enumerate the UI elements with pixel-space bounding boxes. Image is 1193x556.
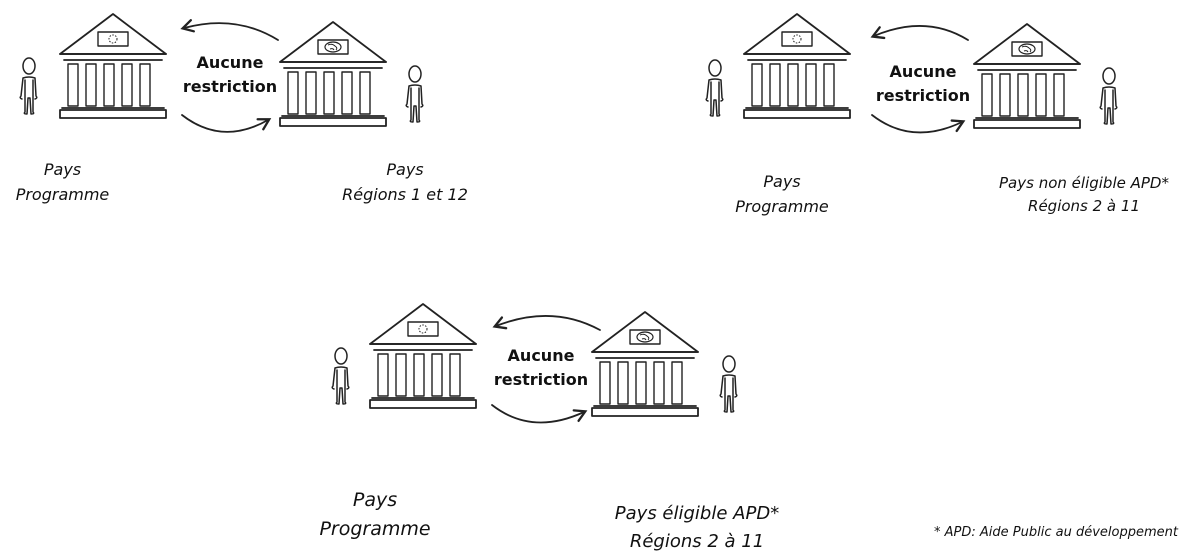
panel-regions-1-12: Aucune restriction Pays Programme Pays R… — [0, 0, 520, 220]
panel-drawing — [331, 303, 738, 424]
right-country-label: Pays éligible APD* Régions 2 à 11 — [614, 503, 780, 552]
panel-eligible-apd: Aucune restriction Pays Programme Pays é… — [300, 290, 820, 555]
person-left-icon — [331, 347, 350, 405]
footnote: * APD: Aide Public au développement — [934, 525, 1178, 540]
eu-institution-icon — [59, 13, 167, 119]
partner-institution-icon — [591, 311, 699, 417]
eu-institution-icon — [369, 303, 477, 409]
left-country-label: Pays Programme — [319, 489, 431, 541]
restriction-text: Aucune restriction — [875, 62, 971, 105]
restriction-text: Aucune restriction — [493, 346, 589, 389]
arrow-to-partner — [491, 404, 588, 424]
panel-drawing — [705, 13, 1118, 134]
person-left-icon — [705, 59, 724, 117]
panel-drawing — [19, 13, 424, 133]
person-right-icon — [405, 65, 424, 123]
right-country-label: Pays non éligible APD* Régions 2 à 11 — [999, 174, 1169, 216]
left-country-label: Pays Programme — [15, 160, 110, 204]
arrow-to-programme — [180, 19, 279, 41]
right-country-label: Pays Régions 1 et 12 — [342, 160, 468, 204]
arrow-to-partner — [871, 114, 966, 134]
eu-institution-icon — [743, 13, 851, 119]
person-right-icon — [1099, 67, 1118, 125]
partner-institution-icon — [973, 23, 1081, 129]
arrow-to-partner — [181, 114, 272, 133]
person-right-icon — [719, 355, 738, 413]
person-left-icon — [19, 57, 38, 115]
arrow-to-programme — [492, 315, 601, 331]
arrow-to-programme — [870, 25, 969, 41]
left-country-label: Pays Programme — [735, 172, 829, 216]
partner-institution-icon — [279, 21, 387, 127]
restriction-text: Aucune restriction — [182, 53, 278, 96]
panel-non-eligible-apd: Aucune restriction Pays Programme Pays n… — [690, 0, 1193, 260]
